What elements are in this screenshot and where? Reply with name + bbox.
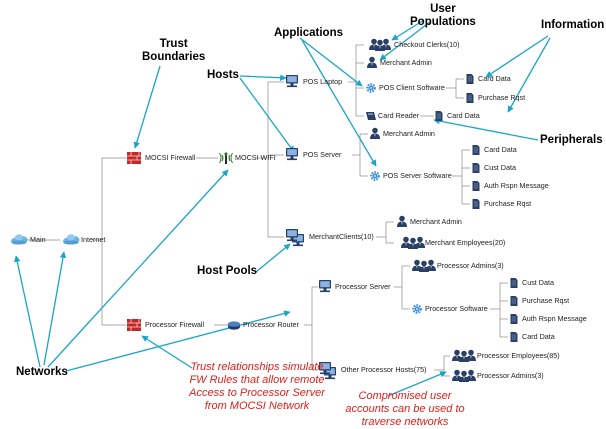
node-cust-data-1: Cust Data bbox=[484, 163, 516, 172]
node-purchase-rqst-3: Purchase Rqst bbox=[522, 296, 570, 305]
document-icon bbox=[472, 198, 480, 210]
user-group-icon bbox=[412, 259, 436, 272]
document-icon bbox=[435, 110, 443, 122]
document-icon bbox=[472, 180, 480, 192]
node-auth-rspn-1: Auth Rspn Message bbox=[484, 181, 549, 190]
node-pos-laptop: POS Laptop bbox=[303, 77, 343, 86]
node-checkout-clerks: Checkout Clerks(10) bbox=[394, 40, 460, 49]
category-label-networks: Networks bbox=[16, 366, 68, 378]
document-icon bbox=[510, 277, 518, 289]
document-icon bbox=[472, 162, 480, 174]
computer-icon bbox=[286, 148, 298, 161]
node-processor-firewall: Processor Firewall bbox=[145, 320, 205, 329]
cloud-icon bbox=[63, 234, 80, 245]
firewall-icon bbox=[126, 318, 142, 332]
computer-icon bbox=[319, 280, 331, 293]
gear-icon bbox=[366, 83, 376, 93]
node-other-processor-hosts: Other Processor Hosts(75) bbox=[341, 365, 427, 374]
node-processor-admins-2: Processor Admins(3) bbox=[477, 371, 544, 380]
document-icon bbox=[466, 92, 474, 104]
node-merchant-clients: MerchantClients(10) bbox=[309, 232, 374, 241]
node-mocsi-firewall: MOCSI Firewall bbox=[145, 153, 196, 162]
node-processor-software: Processor Software bbox=[425, 304, 488, 313]
node-card-data-2: Card Data bbox=[447, 111, 480, 120]
node-card-data-4: Card Data bbox=[522, 332, 555, 341]
firewall-icon bbox=[126, 151, 142, 165]
document-icon bbox=[510, 331, 518, 343]
gear-icon bbox=[412, 304, 422, 314]
node-merchant-admin-3: Merchant Admin bbox=[410, 217, 462, 226]
node-merchant-employees: Merchant Employees(20) bbox=[425, 238, 506, 247]
category-label-user-populations: User Populations bbox=[410, 3, 476, 28]
node-processor-server: Processor Server bbox=[335, 282, 391, 291]
node-processor-admins-1: Processor Admins(3) bbox=[437, 261, 504, 270]
node-card-data-3: Card Data bbox=[484, 145, 517, 154]
document-icon bbox=[510, 295, 518, 307]
category-label-information: Information bbox=[541, 19, 605, 31]
category-label-peripherals: Peripherals bbox=[540, 134, 603, 146]
node-merchant-admin-1: Merchant Admin bbox=[380, 58, 432, 67]
node-purchase-rqst-1: Purchase Rqst bbox=[478, 93, 526, 102]
user-group-icon bbox=[452, 349, 476, 362]
user-group-icon bbox=[369, 38, 391, 51]
user-icon bbox=[367, 56, 377, 68]
node-mocsi-wifi: MOCSI WIFI bbox=[235, 153, 276, 162]
category-label-hosts: Hosts bbox=[207, 69, 239, 81]
note-compromised-accounts: Compromised user accounts can be used to… bbox=[345, 390, 465, 428]
wifi-antenna-icon bbox=[219, 152, 233, 164]
user-group-icon bbox=[452, 369, 476, 382]
node-cust-data-2: Cust Data bbox=[522, 278, 554, 287]
document-icon bbox=[510, 313, 518, 325]
node-pos-server-software: POS Server Software bbox=[383, 171, 452, 180]
category-label-applications: Applications bbox=[274, 27, 344, 39]
router-icon bbox=[228, 321, 240, 330]
user-group-icon bbox=[401, 236, 425, 249]
document-icon bbox=[472, 144, 480, 156]
node-auth-rspn-2: Auth Rspn Message bbox=[522, 314, 587, 323]
callout-arrows bbox=[14, 19, 551, 397]
node-pos-server: POS Server bbox=[303, 150, 342, 159]
category-label-trust-boundaries: Trust Boundaries bbox=[142, 38, 206, 63]
node-purchase-rqst-2: Purchase Rqst bbox=[484, 199, 532, 208]
computer-icon bbox=[286, 75, 298, 88]
node-main: Main bbox=[30, 235, 46, 244]
node-pos-client-software: POS Client Software bbox=[379, 83, 445, 92]
node-processor-router: Processor Router bbox=[243, 320, 299, 329]
user-icon bbox=[397, 215, 407, 227]
node-internet: Internet bbox=[81, 235, 106, 244]
gear-icon bbox=[370, 171, 380, 181]
user-icon bbox=[370, 127, 380, 139]
node-merchant-admin-2: Merchant Admin bbox=[383, 129, 435, 138]
node-card-data-1: Card Data bbox=[478, 74, 511, 83]
cloud-icon bbox=[11, 234, 28, 245]
document-icon bbox=[466, 73, 474, 85]
category-label-host-pools: Host Pools bbox=[197, 265, 258, 277]
note-trust-relationships: Trust relationships simulate FW Rules th… bbox=[189, 361, 325, 412]
node-card-reader: Card Reader bbox=[378, 111, 420, 120]
card-reader-icon bbox=[366, 112, 376, 120]
node-processor-employees: Processor Employees(85) bbox=[477, 351, 560, 360]
